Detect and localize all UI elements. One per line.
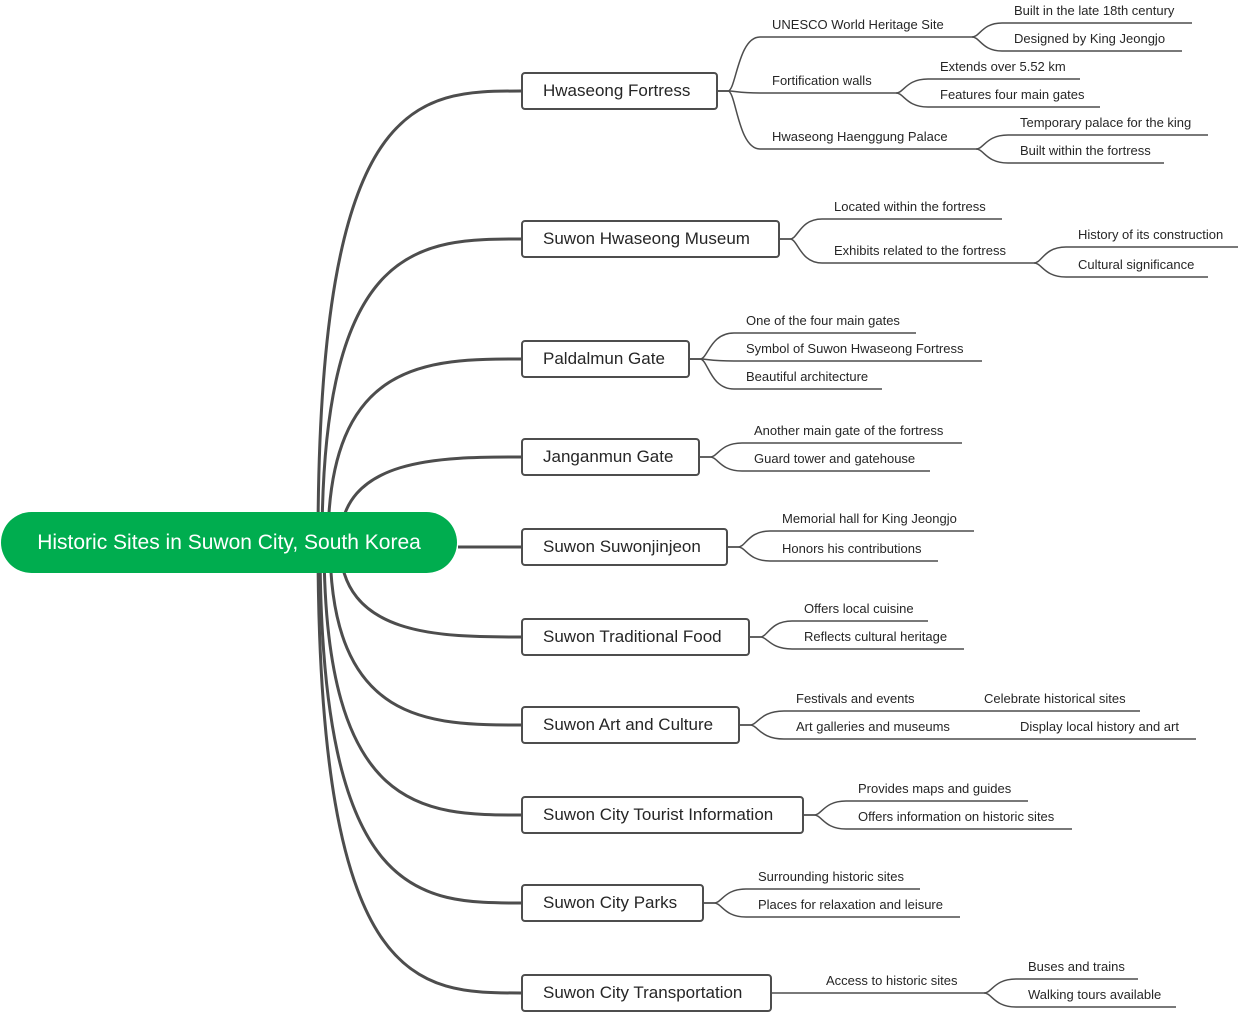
detail-connector: [971, 22, 1192, 38]
detail-item[interactable]: Designed by King Jeongjo: [1014, 31, 1166, 46]
detail-connector: [975, 134, 1208, 150]
subtopic-connector: [713, 888, 920, 904]
detail-connector: [975, 148, 1164, 164]
root-connector: [322, 542, 522, 817]
subtopic[interactable]: Offers local cuisine: [804, 601, 914, 616]
subtopic-connector: [699, 332, 916, 360]
main-topic[interactable]: Suwon City Tourist Information: [521, 796, 804, 834]
subtopic[interactable]: Exhibits related to the fortress: [834, 243, 1006, 258]
root-connector: [320, 237, 522, 544]
subtopic[interactable]: Hwaseong Haenggung Palace: [772, 129, 948, 144]
main-topic[interactable]: Janganmun Gate: [521, 438, 700, 476]
detail-item[interactable]: Celebrate historical sites: [984, 691, 1126, 706]
subtopic[interactable]: UNESCO World Heritage Site: [772, 17, 944, 32]
detail-connector: [1033, 262, 1208, 278]
root-connector: [316, 542, 522, 995]
main-topic[interactable]: Suwon Suwonjinjeon: [521, 528, 728, 566]
subtopic[interactable]: Places for relaxation and leisure: [758, 897, 943, 912]
subtopic[interactable]: Surrounding historic sites: [758, 869, 904, 884]
detail-item[interactable]: Built within the fortress: [1020, 143, 1151, 158]
main-topic[interactable]: Paldalmun Gate: [521, 340, 690, 378]
subtopic-connector: [727, 90, 976, 150]
subtopic-connector: [737, 546, 938, 562]
detail-item[interactable]: Walking tours available: [1028, 987, 1162, 1002]
root-connector: [316, 89, 522, 544]
subtopic[interactable]: Offers information on historic sites: [858, 809, 1055, 824]
root-connector: [338, 542, 522, 639]
subtopic-connector: [749, 724, 962, 740]
subtopic[interactable]: Festivals and events: [796, 691, 915, 706]
detail-item[interactable]: Cultural significance: [1078, 257, 1195, 272]
detail-item[interactable]: Temporary palace for the king: [1020, 115, 1192, 130]
subtopic-connector: [727, 90, 896, 94]
detail-connector: [895, 92, 1100, 108]
detail-item[interactable]: Extends over 5.52 km: [940, 59, 1066, 74]
subtopic-connector: [749, 710, 928, 726]
detail-item[interactable]: Display local history and art: [1020, 719, 1179, 734]
subtopic[interactable]: Located within the fortress: [834, 199, 986, 214]
subtopic-connector: [759, 620, 928, 638]
subtopic[interactable]: Memorial hall for King Jeongjo: [782, 511, 957, 526]
subtopic-connector: [759, 636, 964, 650]
main-topic[interactable]: Suwon City Parks: [521, 884, 704, 922]
subtopic[interactable]: Symbol of Suwon Hwaseong Fortress: [746, 341, 964, 356]
detail-item[interactable]: Features four main gates: [940, 87, 1085, 102]
subtopic[interactable]: Another main gate of the fortress: [754, 423, 944, 438]
subtopic-connector: [699, 358, 982, 362]
subtopic[interactable]: One of the four main gates: [746, 313, 900, 328]
subtopic[interactable]: Reflects cultural heritage: [804, 629, 948, 644]
detail-item[interactable]: Built in the late 18th century: [1014, 3, 1175, 18]
detail-connector: [971, 36, 1182, 52]
root-connector: [318, 542, 522, 905]
root-topic[interactable]: Historic Sites in Suwon City, South Kore…: [1, 512, 457, 573]
subtopic-connector: [713, 902, 960, 918]
subtopic-connector: [789, 238, 1034, 264]
main-topic[interactable]: Suwon Art and Culture: [521, 706, 740, 744]
subtopic-connector: [709, 442, 962, 458]
detail-connector: [1033, 246, 1238, 264]
subtopic-connector: [789, 218, 1002, 240]
detail-connector: [983, 992, 1176, 1008]
main-topic[interactable]: Suwon Hwaseong Museum: [521, 220, 780, 258]
subtopic-connector: [727, 36, 972, 92]
detail-connector: [983, 978, 1138, 994]
main-topic[interactable]: Hwaseong Fortress: [521, 72, 718, 110]
subtopic[interactable]: Honors his contributions: [782, 541, 922, 556]
subtopic[interactable]: Guard tower and gatehouse: [754, 451, 916, 466]
subtopic[interactable]: Beautiful architecture: [746, 369, 869, 384]
main-topic[interactable]: Suwon Traditional Food: [521, 618, 750, 656]
detail-item[interactable]: History of its construction: [1078, 227, 1224, 242]
root-connector: [328, 542, 522, 727]
main-topic[interactable]: Suwon City Transportation: [521, 974, 772, 1012]
subtopic-connector: [813, 800, 1028, 816]
subtopic[interactable]: Art galleries and museums: [796, 719, 950, 734]
subtopic-connector: [709, 456, 930, 472]
subtopic-connector: [737, 530, 974, 548]
subtopic-connector: [813, 814, 1072, 830]
subtopic[interactable]: Provides maps and guides: [858, 781, 1012, 796]
subtopic[interactable]: Access to historic sites: [826, 973, 958, 988]
root-connector: [326, 357, 522, 544]
detail-item[interactable]: Buses and trains: [1028, 959, 1125, 974]
subtopic-connector: [699, 358, 882, 390]
detail-connector: [895, 78, 1080, 94]
subtopic[interactable]: Fortification walls: [772, 73, 872, 88]
